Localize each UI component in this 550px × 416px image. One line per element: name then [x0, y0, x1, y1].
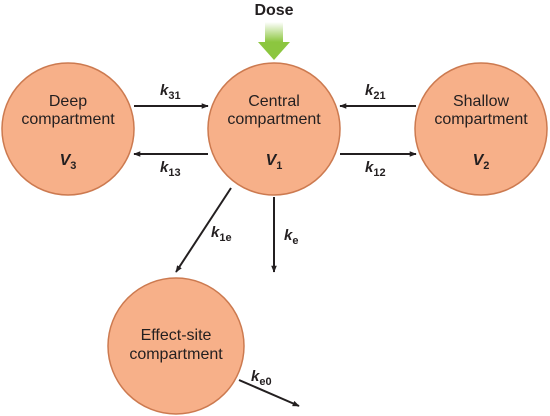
deep-compartment-circle	[1, 62, 135, 196]
central-title-line2: compartment	[227, 111, 321, 128]
shallow-compartment-circle	[414, 62, 548, 196]
rate-label-k1e: k1e	[211, 224, 232, 244]
arrow-ke0	[238, 379, 300, 407]
effect-title-line1: Effect-site	[141, 327, 212, 344]
effect-site-compartment-circle	[107, 277, 245, 415]
shallow-title-line1: Shallow	[453, 93, 509, 110]
rate-label-ke0: ke0	[251, 368, 272, 388]
dose-arrow	[258, 22, 290, 60]
effect-title-line2: compartment	[129, 346, 223, 363]
central-title-line1: Central	[248, 93, 300, 110]
shallow-volume-label: V2	[473, 152, 490, 172]
deep-title-line1: Deep	[49, 93, 87, 110]
deep-title-line2: compartment	[21, 111, 115, 128]
central-compartment-circle	[207, 62, 341, 196]
rate-label-k31: k31	[160, 82, 181, 102]
rate-label-ke: ke	[284, 227, 298, 247]
rate-label-k12: k12	[365, 159, 386, 179]
central-volume-label: V1	[266, 152, 283, 172]
shallow-title-line2: compartment	[434, 111, 528, 128]
rate-label-k21: k21	[365, 82, 386, 102]
rate-label-k13: k13	[160, 159, 181, 179]
dose-label: Dose	[254, 2, 293, 19]
deep-volume-label: V3	[60, 152, 77, 172]
arrow-k1e	[175, 187, 232, 273]
